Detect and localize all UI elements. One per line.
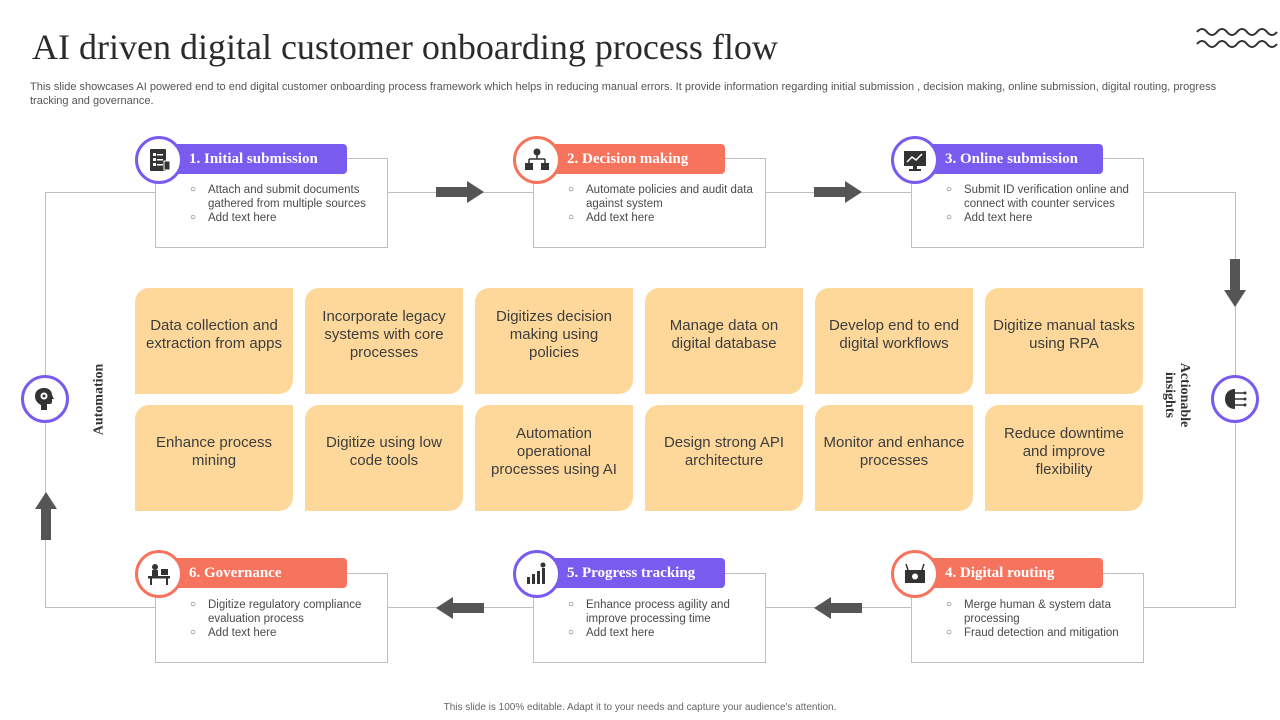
monitor-chart-icon [904,151,926,171]
capability-tile: Manage data on digital database [645,288,803,394]
tile-label: Enhance process mining [156,434,272,469]
wave-decoration-icon [1196,28,1278,48]
step-bullet: Submit ID verification online and connec… [946,183,1131,211]
router-icon [905,563,925,583]
capability-tile: Automation operational processes using A… [475,405,633,511]
step-card-digital-routing: Merge human & system data processing Fra… [911,573,1144,663]
governance-desk-icon [148,564,170,585]
step-bullet: Add text here [190,626,375,640]
capability-tile: Data collection and extraction from apps [135,288,293,394]
tile-label: Automation operational processes using A… [491,425,617,478]
tile-label: Digitizes decision making using policies [496,308,612,361]
tile-label: Reduce downtime and improve flexibility [1003,425,1125,478]
arrow-right-icon [814,181,862,203]
footer-note: This slide is 100% editable. Adapt it to… [443,702,837,713]
step-bullet: Enhance process agility and improve proc… [568,598,753,626]
page-subtitle: This slide showcases AI powered end to e… [30,81,1217,107]
step-card-progress-tracking: Enhance process agility and improve proc… [533,573,766,663]
tile-label: Develop end to end digital workflows [828,317,960,352]
tile-label: Data collection and extraction from apps [146,317,282,352]
tile-label: Design strong API architecture [663,434,785,469]
capability-tile: Incorporate legacy systems with core pro… [305,288,463,394]
step-badge [891,550,939,598]
step-title-governance: 6. Governance [155,558,347,588]
step-bullet: Digitize regulatory compliance evaluatio… [190,598,375,626]
step-title-initial-submission: 1. Initial submission [155,144,347,174]
capability-tile: Digitizes decision making using policies [475,288,633,394]
step-title-online-submission: 3. Online submission [911,144,1103,174]
document-checklist-icon [150,149,171,171]
network-decision-icon [525,148,549,170]
capability-tile: Monitor and enhance processes [815,405,973,511]
step-badge [891,136,939,184]
step-bullet: Add text here [568,626,753,640]
capability-tile: Digitize using low code tools [305,405,463,511]
ai-head-gear-icon [35,388,54,410]
side-label-line: Actionable [1177,362,1192,428]
page-title: AI driven digital customer onboarding pr… [32,27,778,67]
tile-label: Manage data on digital database [669,317,779,352]
capability-tile: Develop end to end digital workflows [815,288,973,394]
step-bullet: Add text here [568,211,753,225]
step-bullet: Add text here [190,211,375,225]
tile-label: Incorporate legacy systems with core pro… [322,308,446,361]
side-badge-right [1211,375,1259,423]
step-bullet: Fraud detection and mitigation [946,626,1131,640]
capability-tile: Design strong API architecture [645,405,803,511]
arrow-right-icon [436,181,484,203]
arrow-left-icon [436,597,484,619]
step-badge [135,136,183,184]
tile-label: Monitor and enhance processes [823,434,965,469]
step-title-digital-routing: 4. Digital routing [911,558,1103,588]
step-badge [135,550,183,598]
brain-circuit-icon [1225,389,1247,409]
loop-line-bottom-right [1144,607,1236,608]
tile-label: Digitize manual tasks using RPA [993,317,1135,352]
step-bullet: Automate policies and audit data against… [568,183,753,211]
side-label-line: insights [1162,372,1177,418]
side-label-actionable-insights: Actionable insights [1162,355,1192,435]
capability-tile: Digitize manual tasks using RPA [985,288,1143,394]
side-label-automation: Automation [91,363,107,436]
arrow-left-icon [814,597,862,619]
loop-line-top-right [1144,192,1236,193]
loop-line-top-left [45,192,155,193]
progress-chart-icon [527,562,546,584]
step-badge [513,136,561,184]
arrow-down-icon [1224,259,1246,307]
step-badge [513,550,561,598]
step-bullet: Merge human & system data processing [946,598,1131,626]
step-bullet: Attach and submit documents gathered fro… [190,183,375,211]
step-title-progress-tracking: 5. Progress tracking [533,558,725,588]
side-badge-left [21,375,69,423]
step-bullet: Add text here [946,211,1131,225]
arrow-up-icon [35,492,57,540]
loop-line-bottom-left [45,607,155,608]
capability-tile: Reduce downtime and improve flexibility [985,405,1143,511]
capability-tile: Enhance process mining [135,405,293,511]
tile-label: Digitize using low code tools [326,434,442,469]
step-title-decision-making: 2. Decision making [533,144,725,174]
